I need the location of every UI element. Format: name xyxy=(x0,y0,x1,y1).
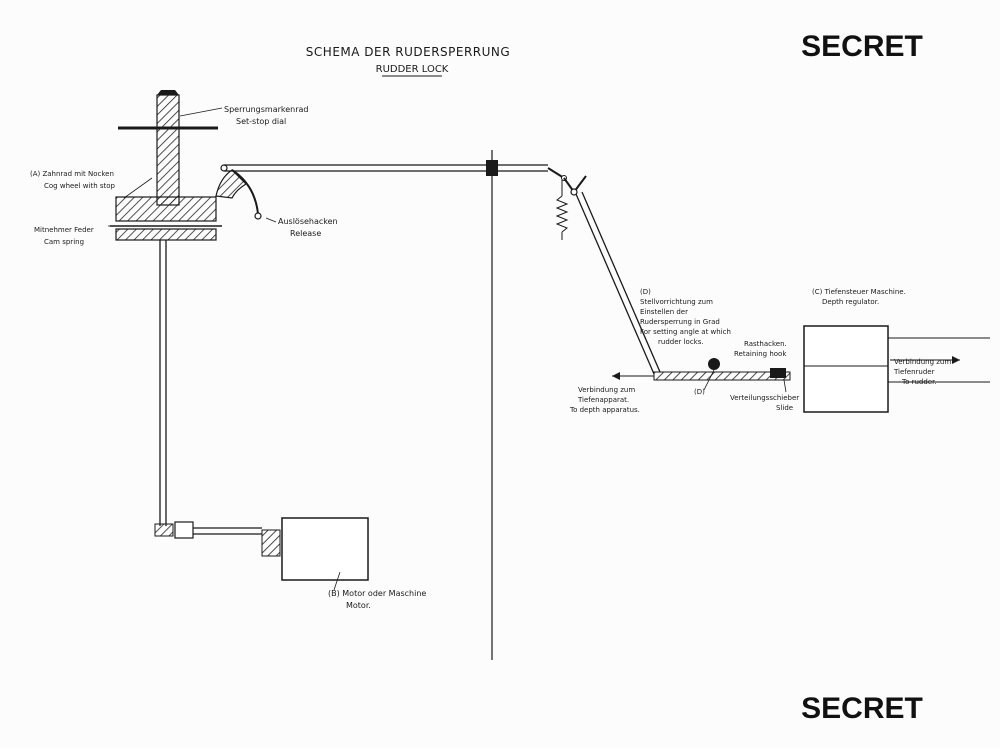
label-cam-spring-en: Cam spring xyxy=(44,238,84,246)
label-cam-spring-de: Mitnehmer Feder xyxy=(34,226,94,234)
retaining-hook-part xyxy=(770,368,786,378)
depth-regulator-c xyxy=(803,325,990,413)
label-release-en: Release xyxy=(290,229,321,238)
setting-gear xyxy=(708,358,720,370)
label-release-de: Auslösehacken xyxy=(278,217,338,226)
label-slide-de: Verteilungsschieber xyxy=(730,394,799,402)
label-rudder-de1: Verbindung zum xyxy=(894,358,951,366)
linkage-rod xyxy=(224,160,567,181)
diagram-subtitle: RUDDER LOCK xyxy=(376,64,449,75)
label-setting-2: Stellvorrichtung zum xyxy=(640,298,713,306)
label-setting-5: For setting angle at which xyxy=(640,328,731,336)
label-cog-wheel-de: (A) Zahnrad mit Nocken xyxy=(30,170,114,178)
set-stop-dial xyxy=(118,90,218,206)
diagram-title: SCHEMA DER RUDERSPERRUNG xyxy=(306,45,510,59)
label-motor-de: (B) Motor oder Maschine xyxy=(328,589,426,598)
label-rudder-de2: Tiefenruder xyxy=(893,368,935,376)
label-rudder-en: To rudder. xyxy=(901,378,937,386)
label-depth-apparatus-en: To depth apparatus. xyxy=(569,406,640,414)
bell-crank xyxy=(563,175,587,196)
label-slide-en: Slide xyxy=(776,404,793,412)
label-depth-regulator-de: (C) Tiefensteuer Maschine. xyxy=(812,288,906,296)
label-setting-4: Rudersperrung in Grad xyxy=(640,318,720,326)
leader-lines xyxy=(108,107,787,591)
label-depth-regulator-en: Depth regulator. xyxy=(822,298,879,306)
label-set-stop-dial-en: Set-stop dial xyxy=(236,117,286,126)
label-setting-3: Einstellen der xyxy=(640,308,688,316)
label-cog-wheel-en: Cog wheel with stop xyxy=(44,182,116,190)
release-hook xyxy=(215,164,262,220)
label-motor-en: Motor. xyxy=(346,601,371,610)
label-setting-6: rudder locks. xyxy=(658,338,704,346)
vertical-drive-shaft xyxy=(154,240,281,557)
tension-spring xyxy=(555,180,569,240)
label-slide-marker: (D) xyxy=(694,388,705,396)
label-retaining-hook-en: Retaining hook xyxy=(734,350,787,358)
motor-b-box xyxy=(281,517,369,581)
secret-stamp-top: SECRET xyxy=(801,30,923,63)
label-setting-1: (D) xyxy=(640,288,651,296)
label-depth-apparatus-de2: Tiefenapparat. xyxy=(577,396,629,404)
label-depth-apparatus-de1: Verbindung zum xyxy=(578,386,635,394)
diagonal-rod xyxy=(575,191,661,375)
secret-stamp-bottom: SECRET xyxy=(801,692,923,725)
label-set-stop-dial-de: Sperrungsmarkenrad xyxy=(224,105,309,114)
setting-device-d xyxy=(612,358,791,381)
cog-wheel-a xyxy=(110,196,222,241)
label-retaining-hook-de: Rasthacken. xyxy=(744,340,787,348)
